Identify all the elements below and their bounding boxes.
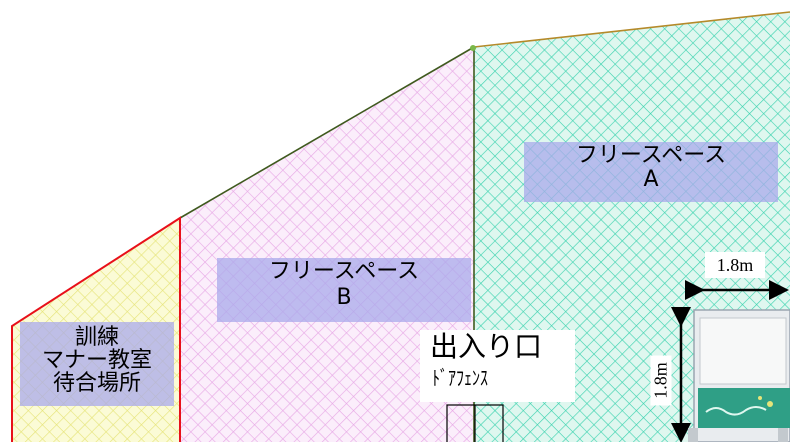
zone-b-letter: B	[336, 285, 352, 310]
entrance-label-box: 出入り口 ﾄﾞｱﾌｪﾝｽ	[420, 330, 575, 402]
zone-a-letter: A	[643, 167, 659, 192]
zone-c-line-1: 訓練	[74, 325, 119, 350]
zone-c-line-2: マナー教室	[41, 348, 152, 374]
zone-b-roof-line	[179, 46, 475, 219]
corner-point	[470, 45, 476, 51]
height-dimension-label: 1.8m	[650, 355, 672, 406]
zone-a-label-box: フリースペース A	[524, 142, 778, 202]
partition-object	[688, 309, 790, 442]
zone-b-label-box: フリースペース B	[217, 258, 471, 322]
zone-c-line-3: 待合場所	[52, 371, 141, 397]
entrance-sublabel: ﾄﾞｱﾌｪﾝｽ	[432, 366, 488, 390]
zone-b-area	[180, 47, 474, 442]
zone-a-title: フリースペース	[575, 143, 727, 168]
zone-c-label-box: 訓練 マナー教室 待合場所	[20, 322, 174, 406]
entrance-label: 出入り口	[430, 330, 543, 363]
top-boundary-line	[473, 11, 790, 48]
zone-c-border	[11, 216, 181, 442]
width-dimension-label: 1.8m	[705, 252, 765, 278]
zone-b-title: フリースペース	[268, 259, 420, 284]
